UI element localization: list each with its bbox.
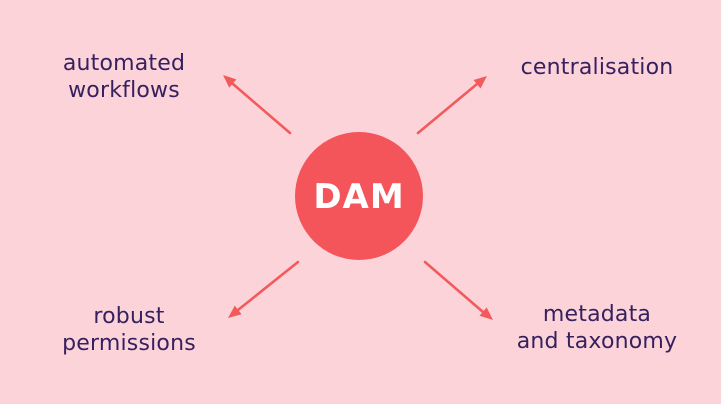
- arrow-head-bottom-right-icon: [479, 307, 493, 320]
- arrow-line-top-left: [231, 82, 292, 135]
- arrow-head-bottom-left-icon: [228, 305, 242, 318]
- node-label-line: automated: [62, 51, 186, 76]
- arrow-head-top-right-icon: [473, 76, 487, 89]
- arrow-line-top-right: [416, 82, 479, 135]
- node-label-line: centralisation: [520, 55, 674, 80]
- node-label-line: permissions: [62, 331, 196, 356]
- dam-circle-label: DAM: [313, 177, 405, 217]
- node-label-line: and taxonomy: [516, 329, 678, 354]
- node-metadata-taxonomy: metadata and taxonomy: [487, 301, 707, 355]
- node-label-line: workflows: [68, 78, 180, 103]
- node-label-line: robust: [93, 304, 165, 329]
- arrow-line-bottom-left: [236, 260, 300, 312]
- node-robust-permissions: robust permissions: [29, 303, 229, 357]
- arrow-line-bottom-right: [423, 260, 485, 314]
- node-centralisation: centralisation: [497, 54, 697, 81]
- arrow-head-top-left-icon: [223, 75, 237, 88]
- dam-circle: [295, 132, 423, 260]
- node-label-line: metadata: [542, 302, 652, 327]
- node-automated-workflows: automated workflows: [34, 50, 214, 104]
